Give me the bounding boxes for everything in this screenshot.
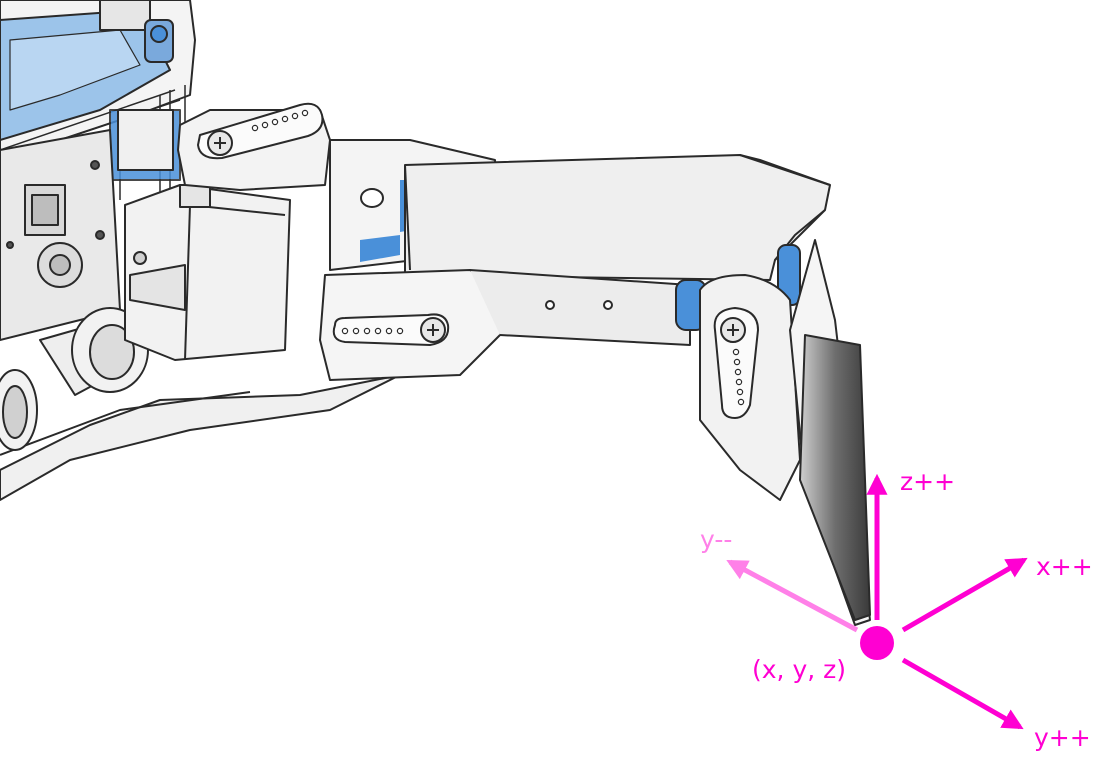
robot-leg-illustration <box>0 0 871 626</box>
body-panel <box>0 129 121 341</box>
label-origin: (x, y, z) <box>752 655 846 684</box>
base-plate <box>0 374 401 501</box>
ultrasonic-sensor <box>0 307 149 451</box>
label-y-negative: y-- <box>700 525 732 554</box>
knee-link-top <box>404 154 831 281</box>
knee-link-bottom <box>319 269 691 381</box>
axis-y-positive <box>901 657 1024 730</box>
origin-point-dot <box>860 626 894 660</box>
control-board <box>0 0 196 205</box>
foot-plate <box>789 239 871 626</box>
coordinate-axes <box>726 473 1028 730</box>
label-z-positive: z++ <box>900 467 955 496</box>
knee-bracket <box>699 274 801 501</box>
label-y-positive: y++ <box>1034 723 1091 752</box>
label-x-positive: x++ <box>1036 552 1093 581</box>
axis-y-negative <box>726 559 859 633</box>
axis-x-positive <box>901 557 1028 633</box>
shoulder-servo <box>124 184 291 361</box>
hip-bracket <box>177 102 331 191</box>
